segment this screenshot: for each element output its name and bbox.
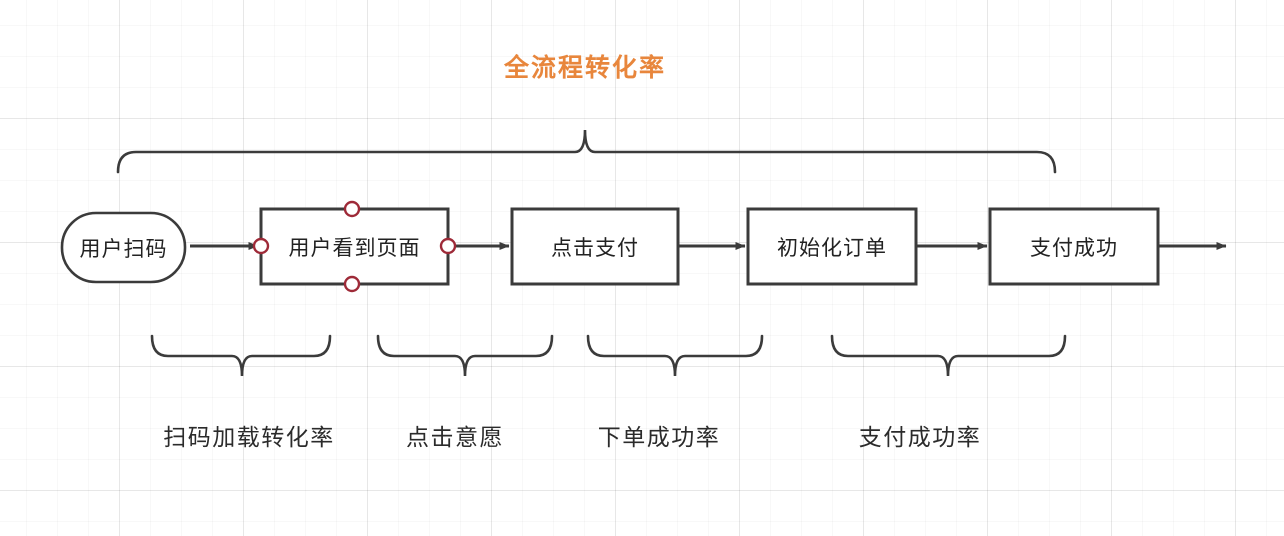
metric-brace-scan-load: [150, 334, 332, 377]
metric-brace-click-intent: [376, 334, 554, 377]
node-shape-init-order[interactable]: [746, 207, 918, 286]
metric-label-pay-success: 支付成功率: [858, 424, 982, 450]
node-shape-click-pay[interactable]: [510, 207, 680, 286]
node-shape-view-page[interactable]: [259, 207, 450, 286]
overall-brace: [116, 129, 1057, 174]
metric-label-order-success: 下单成功率: [597, 424, 721, 450]
connection-handle-right[interactable]: [439, 237, 457, 255]
diagram-title: 全流程转化率: [503, 54, 667, 82]
metric-brace-pay-success: [830, 334, 1067, 377]
connection-handle-bottom[interactable]: [343, 275, 361, 293]
metric-label-scan-load: 扫码加载转化率: [163, 424, 335, 450]
metric-brace-order-success: [586, 334, 764, 377]
connection-handle-left[interactable]: [252, 237, 270, 255]
node-shape-pay-success[interactable]: [988, 207, 1160, 286]
metric-label-click-intent: 点击意愿: [406, 424, 504, 450]
node-shape-scan[interactable]: [60, 211, 187, 284]
connection-handle-top[interactable]: [343, 200, 361, 218]
